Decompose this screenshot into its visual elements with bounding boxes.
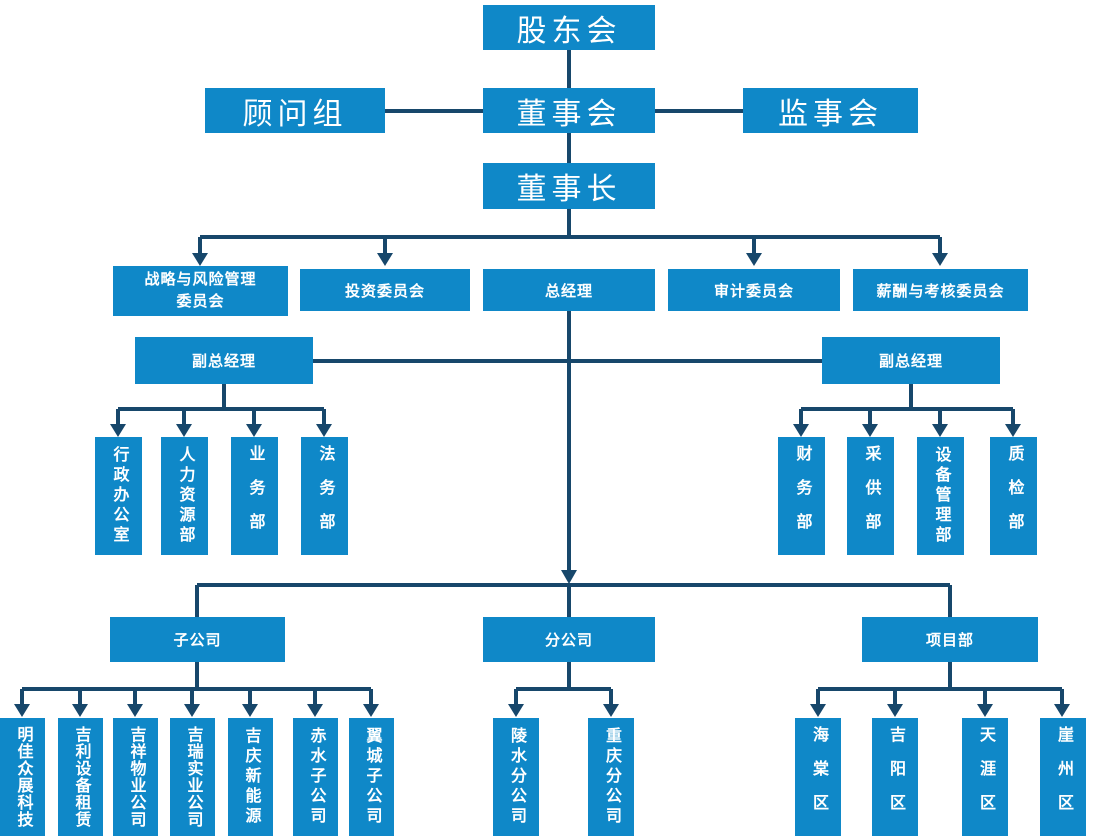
node-procurement-dept: 采供部 bbox=[847, 437, 894, 555]
node-sub-mingjia: 明佳众展科技 bbox=[0, 718, 45, 836]
node-supervisory-board: 监事会 bbox=[743, 88, 918, 133]
node-advisory-group: 顾问组 bbox=[205, 88, 385, 133]
node-sub-chishui: 赤水子公司 bbox=[293, 718, 338, 836]
node-chairman: 董事长 bbox=[483, 163, 655, 209]
node-deputy-gm-left: 副总经理 bbox=[135, 337, 313, 384]
node-branches: 分公司 bbox=[483, 617, 655, 662]
node-proj-yazhou: 崖州区 bbox=[1040, 718, 1086, 836]
node-compensation-committee: 薪酬与考核委员会 bbox=[853, 269, 1028, 311]
node-admin-office: 行政办公室 bbox=[95, 437, 142, 555]
node-board-of-directors: 董事会 bbox=[483, 88, 655, 133]
node-proj-tianya: 天涯区 bbox=[962, 718, 1008, 836]
node-sub-jirui: 吉瑞实业公司 bbox=[170, 718, 215, 836]
node-legal-dept: 法务部 bbox=[301, 437, 348, 555]
node-equipment-dept: 设备管理部 bbox=[917, 437, 964, 555]
node-shareholders-meeting: 股东会 bbox=[483, 5, 655, 50]
node-audit-committee: 审计委员会 bbox=[668, 269, 840, 311]
node-subsidiaries: 子公司 bbox=[110, 617, 285, 662]
node-investment-committee: 投资委员会 bbox=[300, 269, 470, 311]
node-sub-jixiang: 吉祥物业公司 bbox=[113, 718, 158, 836]
node-proj-jiyang: 吉阳区 bbox=[872, 718, 918, 836]
node-strategy-risk-committee: 战略与风险管理委员会 bbox=[113, 266, 288, 316]
node-sub-jiqing: 吉庆新能源 bbox=[228, 718, 273, 836]
node-branch-chongqing: 重庆分公司 bbox=[588, 718, 634, 836]
node-proj-haitang: 海棠区 bbox=[795, 718, 841, 836]
node-general-manager: 总经理 bbox=[483, 269, 655, 311]
node-sub-jili: 吉利设备租赁 bbox=[58, 718, 103, 836]
node-hr-dept: 人力资源部 bbox=[161, 437, 208, 555]
node-sub-yicheng: 翼城子公司 bbox=[349, 718, 394, 836]
node-quality-dept: 质检部 bbox=[990, 437, 1037, 555]
node-business-dept: 业务部 bbox=[231, 437, 278, 555]
node-projects: 项目部 bbox=[862, 617, 1038, 662]
node-deputy-gm-right: 副总经理 bbox=[822, 337, 1000, 384]
node-branch-lingshui: 陵水分公司 bbox=[493, 718, 539, 836]
node-finance-dept: 财务部 bbox=[778, 437, 825, 555]
